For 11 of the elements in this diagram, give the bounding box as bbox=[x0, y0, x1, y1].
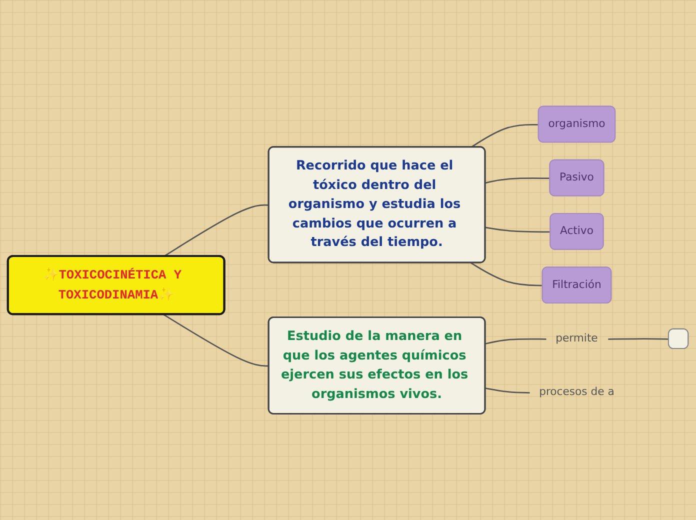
connector bbox=[163, 314, 270, 367]
connector bbox=[163, 204, 270, 258]
connector bbox=[485, 178, 550, 184]
connector bbox=[470, 262, 543, 286]
connector bbox=[485, 226, 551, 233]
connector bbox=[470, 124, 539, 148]
node-text: procesos de a bbox=[539, 385, 614, 398]
connector bbox=[608, 338, 669, 340]
connector bbox=[485, 388, 530, 394]
connector bbox=[485, 338, 546, 344]
node-text: permite bbox=[556, 332, 598, 344]
